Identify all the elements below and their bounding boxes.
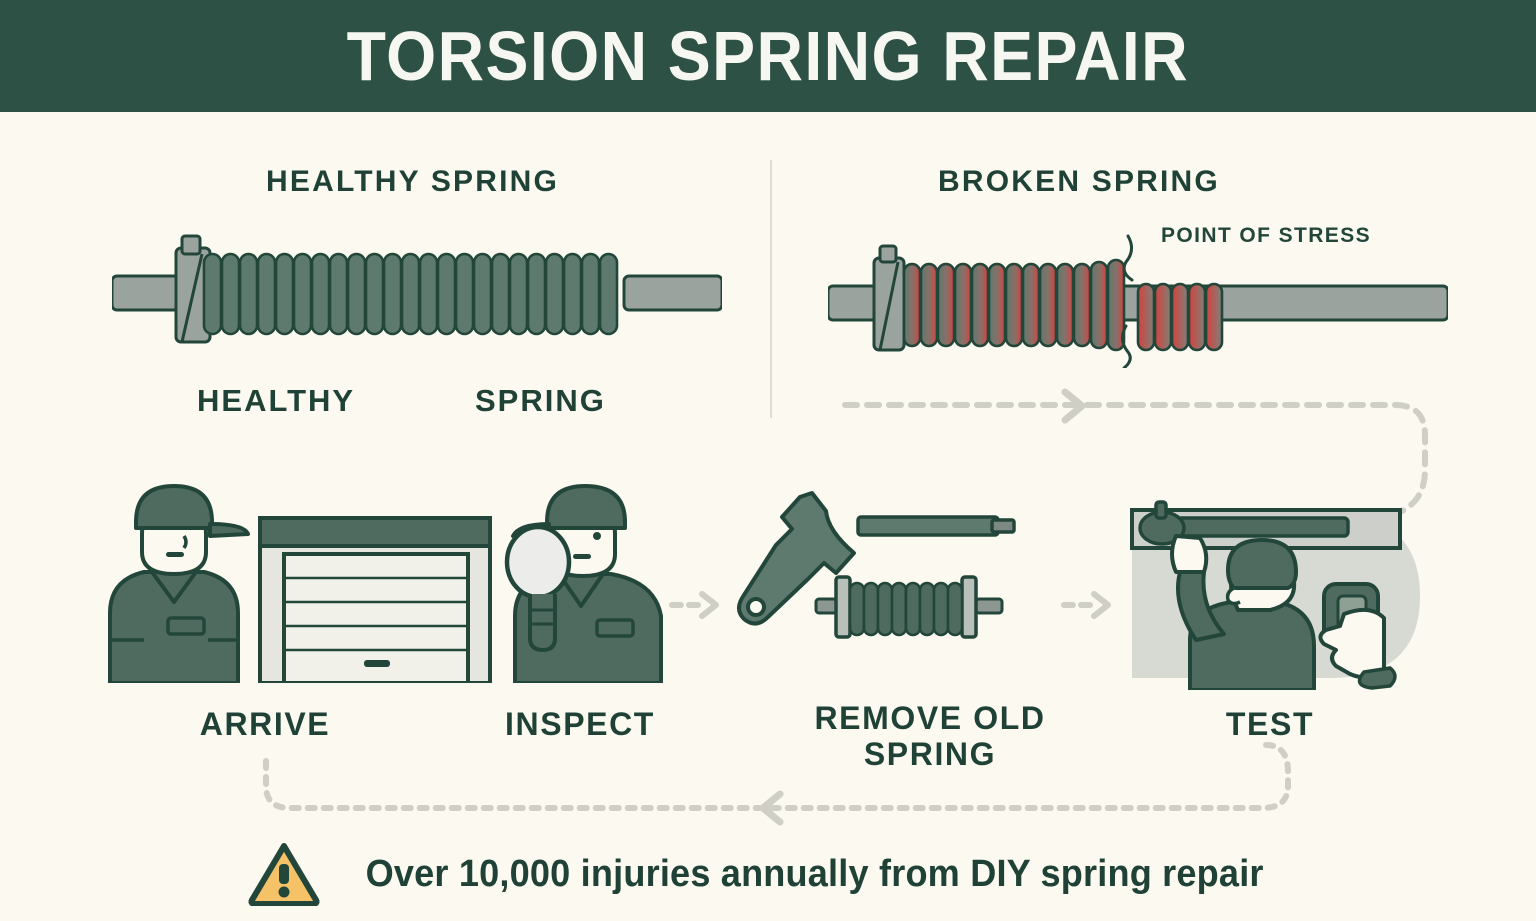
broken-spring-heading: BROKEN SPRING xyxy=(938,165,1220,198)
flow-return-arrowhead xyxy=(759,790,784,826)
technician-with-magnifier-icon xyxy=(504,484,663,685)
technician-and-garage-door-icon xyxy=(108,484,492,685)
wrench-winding-bar-spring-icon xyxy=(737,491,1016,639)
broken-spring-svg xyxy=(826,234,1450,370)
step-label-test: TEST xyxy=(1225,706,1315,742)
step-label-inspect: INSPECT xyxy=(505,706,655,742)
header-banner: TORSION SPRING REPAIR xyxy=(0,0,1536,112)
step-label-remove: REMOVE OLD SPRING xyxy=(814,700,1046,773)
broken-spring-illustration xyxy=(826,228,1450,373)
technician-testing-door-icon xyxy=(1130,500,1420,692)
healthy-spring-heading: HEALTHY SPRING xyxy=(266,165,560,198)
flow-top-arrowhead xyxy=(1061,388,1086,424)
step-remove-illustration xyxy=(730,487,1030,672)
step-inspect-illustration xyxy=(485,478,685,688)
step-test-illustration xyxy=(1128,500,1428,695)
healthy-spring-svg xyxy=(110,234,724,344)
section-divider xyxy=(770,160,772,418)
step-label-arrive: ARRIVE xyxy=(199,706,331,742)
footer-warning: Over 10,000 injuries annually from DIY s… xyxy=(0,842,1536,906)
warning-message: Over 10,000 injuries annually from DIY s… xyxy=(365,852,1265,895)
healthy-spring-caption-right: SPRING xyxy=(475,383,606,418)
warning-triangle-icon xyxy=(248,843,320,906)
healthy-spring-caption-left: HEALTHY xyxy=(197,383,356,418)
flow-remove-test-arrowhead xyxy=(1091,591,1111,619)
step-arrive-illustration xyxy=(92,478,492,688)
page-title: TORSION SPRING REPAIR xyxy=(346,17,1190,95)
healthy-spring-illustration xyxy=(110,232,724,362)
point-of-stress-label: POINT OF STRESS xyxy=(1161,224,1372,247)
flow-arrive-inspect-arrowhead xyxy=(699,591,719,619)
